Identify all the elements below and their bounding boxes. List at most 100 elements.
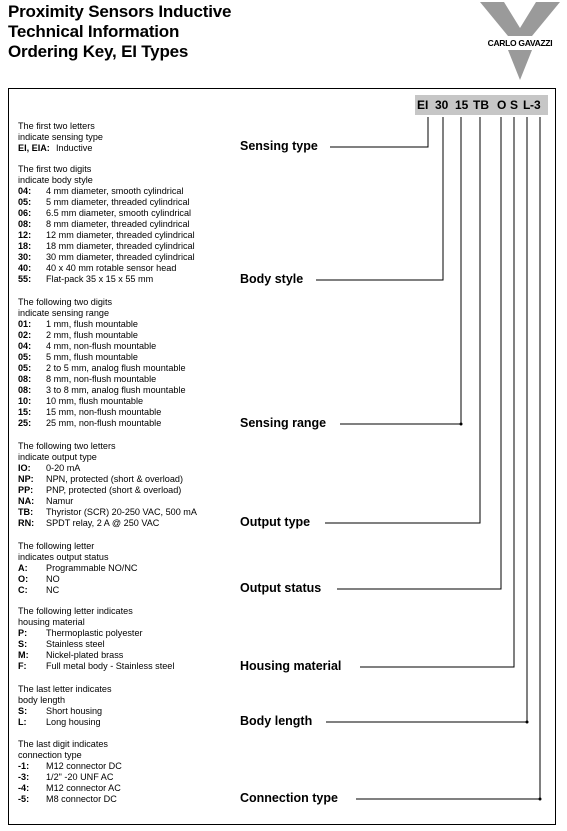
section-intro-line: indicate output type — [18, 452, 97, 462]
list-item: RN: SPDT relay, 2 A @ 250 VAC — [18, 518, 159, 529]
item-desc: NC — [46, 585, 60, 595]
item-desc: M8 connector DC — [46, 794, 117, 804]
section-intro-line: connection type — [18, 750, 82, 760]
item-code: 04: — [18, 341, 32, 351]
list-item: L:Long housing — [18, 717, 112, 728]
label-body-length: Body length — [240, 714, 313, 728]
item-desc: 4 mm, non-flush mountable — [46, 341, 157, 351]
item-code: 04: — [18, 186, 32, 196]
section-intro-line: indicate sensing type — [18, 132, 103, 142]
item-code: 40: — [18, 263, 32, 273]
item-code: 10: — [18, 396, 32, 406]
item-code: 25: — [18, 418, 32, 428]
item-desc: 3 to 8 mm, analog flush mountable — [46, 385, 186, 395]
item-code: 15: — [18, 407, 32, 417]
ordering-key-frame — [8, 88, 556, 825]
item-code: 08: — [18, 385, 32, 395]
list-item: 05:2 to 5 mm, analog flush mountable — [18, 363, 186, 374]
list-item: S:Short housing — [18, 706, 112, 717]
section-intro-line: The following letter indicates — [18, 606, 133, 616]
label-output-status: Output status — [240, 581, 322, 595]
item-desc: Full metal body - Stainless steel — [46, 661, 175, 671]
item-code: A: — [18, 563, 28, 573]
list-item: 02:2 mm, flush mountable — [18, 330, 138, 341]
list-item: 55:Flat-pack 35 x 15 x 55 mm — [18, 274, 153, 285]
item-code: -5: — [18, 794, 30, 804]
list-item: NP:NPN, protected (short & overload) — [18, 474, 183, 485]
list-item: PP:PNP, protected (short & overload) — [18, 485, 181, 496]
item-code: 05: — [18, 197, 32, 207]
code-segment-sensing-type: EI — [417, 98, 429, 112]
list-item: 12:12 mm diameter, threaded cylindrical — [18, 230, 195, 241]
item-code: 18: — [18, 241, 32, 251]
item-desc: Thermoplastic polyester — [46, 628, 143, 638]
title-line: Technical Information — [8, 22, 180, 41]
list-item: 04: 4 mm diameter, smooth cylindrical — [18, 186, 183, 197]
item-desc: NO — [46, 574, 60, 584]
section-body-style: The first two digits indicate body style… — [18, 164, 195, 285]
leader-body-style — [316, 117, 444, 281]
ordering-code-bar — [415, 95, 548, 115]
list-item: 05:5 mm, flush mountable — [18, 352, 138, 363]
item-code: 08: — [18, 219, 32, 229]
list-item: P: Thermoplastic polyester — [18, 628, 143, 639]
item-code: 02: — [18, 330, 32, 340]
carlo-gavazzi-logo: CARLO GAVAZZI — [480, 2, 560, 82]
item-code: 05: — [18, 363, 32, 373]
page-title: Proximity Sensors Inductive Technical In… — [8, 2, 231, 62]
item-code: F: — [18, 661, 27, 671]
section-output-status: The following letter indicates output st… — [18, 541, 137, 596]
section-intro-line: The following letter — [18, 541, 95, 551]
list-item: -4:M12 connector AC — [18, 783, 121, 794]
item-code: EI, EIA: — [18, 143, 50, 153]
leader-output-type — [325, 117, 481, 524]
list-item: 04: 4 mm, non-flush mountable — [18, 341, 156, 352]
section-intro-line: The following two digits — [18, 297, 113, 307]
section-connection-type: The last digit indicates connection type… — [18, 739, 122, 805]
list-item: TB: Thyristor (SCR) 20-250 VAC, 500 mA — [18, 507, 197, 518]
item-desc: 40 x 40 mm rotable sensor head — [46, 263, 177, 273]
item-desc: 0-20 mA — [46, 463, 81, 473]
leader-body-length — [326, 117, 528, 723]
title-line: Proximity Sensors Inductive — [8, 2, 232, 21]
section-intro-line: The following two letters — [18, 441, 116, 451]
list-item: M:Nickel-plated brass — [18, 650, 133, 661]
list-item: IO:0-20 mA — [18, 463, 116, 474]
list-item: 30:30 mm diameter, threaded cylindrical — [18, 252, 195, 263]
list-item: 10: 10 mm, flush mountable — [18, 396, 143, 407]
item-desc: 18 mm diameter, threaded cylindrical — [46, 241, 195, 251]
item-desc: 30 mm diameter, threaded cylindrical — [46, 252, 195, 262]
item-desc: Flat-pack 35 x 15 x 55 mm — [46, 274, 154, 284]
list-item: 06:6.5 mm diameter, smooth cylindrical — [18, 208, 191, 219]
item-desc: SPDT relay, 2 A @ 250 VAC — [46, 518, 160, 528]
item-desc: Stainless steel — [46, 639, 105, 649]
item-code: TB: — [18, 507, 34, 517]
item-code: C: — [18, 585, 28, 595]
item-desc: 4 mm diameter, smooth cylindrical — [46, 186, 184, 196]
leader-housing-material — [360, 117, 515, 668]
code-segment-output-type: TB — [473, 98, 489, 112]
item-desc: Namur — [46, 496, 74, 506]
list-item: 25:25 mm, non-flush mountable — [18, 418, 161, 429]
item-desc: Inductive — [56, 143, 93, 153]
item-code: P: — [18, 628, 28, 638]
leader-sensing-type — [330, 117, 429, 148]
item-desc: Short housing — [46, 706, 103, 716]
item-code: RN: — [18, 518, 35, 528]
item-code: 05: — [18, 352, 32, 362]
item-code: S: — [18, 639, 28, 649]
item-desc: 8 mm, non-flush mountable — [46, 374, 157, 384]
code-segment-housing-material: S — [510, 98, 519, 112]
item-code: 08: — [18, 374, 32, 384]
item-desc: Thyristor (SCR) 20-250 VAC, 500 mA — [46, 507, 197, 517]
leader-output-status — [337, 117, 502, 590]
item-desc: 10 mm, flush mountable — [46, 396, 144, 406]
title-line: Ordering Key, EI Types — [8, 42, 189, 61]
label-body-style: Body style — [240, 272, 304, 286]
section-intro-line: The last letter indicates — [18, 684, 112, 694]
item-desc: M12 connector AC — [46, 783, 121, 793]
item-code: 01: — [18, 319, 32, 329]
code-segment-body-length: L — [523, 98, 531, 112]
list-item: -5: M8 connector DC — [18, 794, 117, 805]
